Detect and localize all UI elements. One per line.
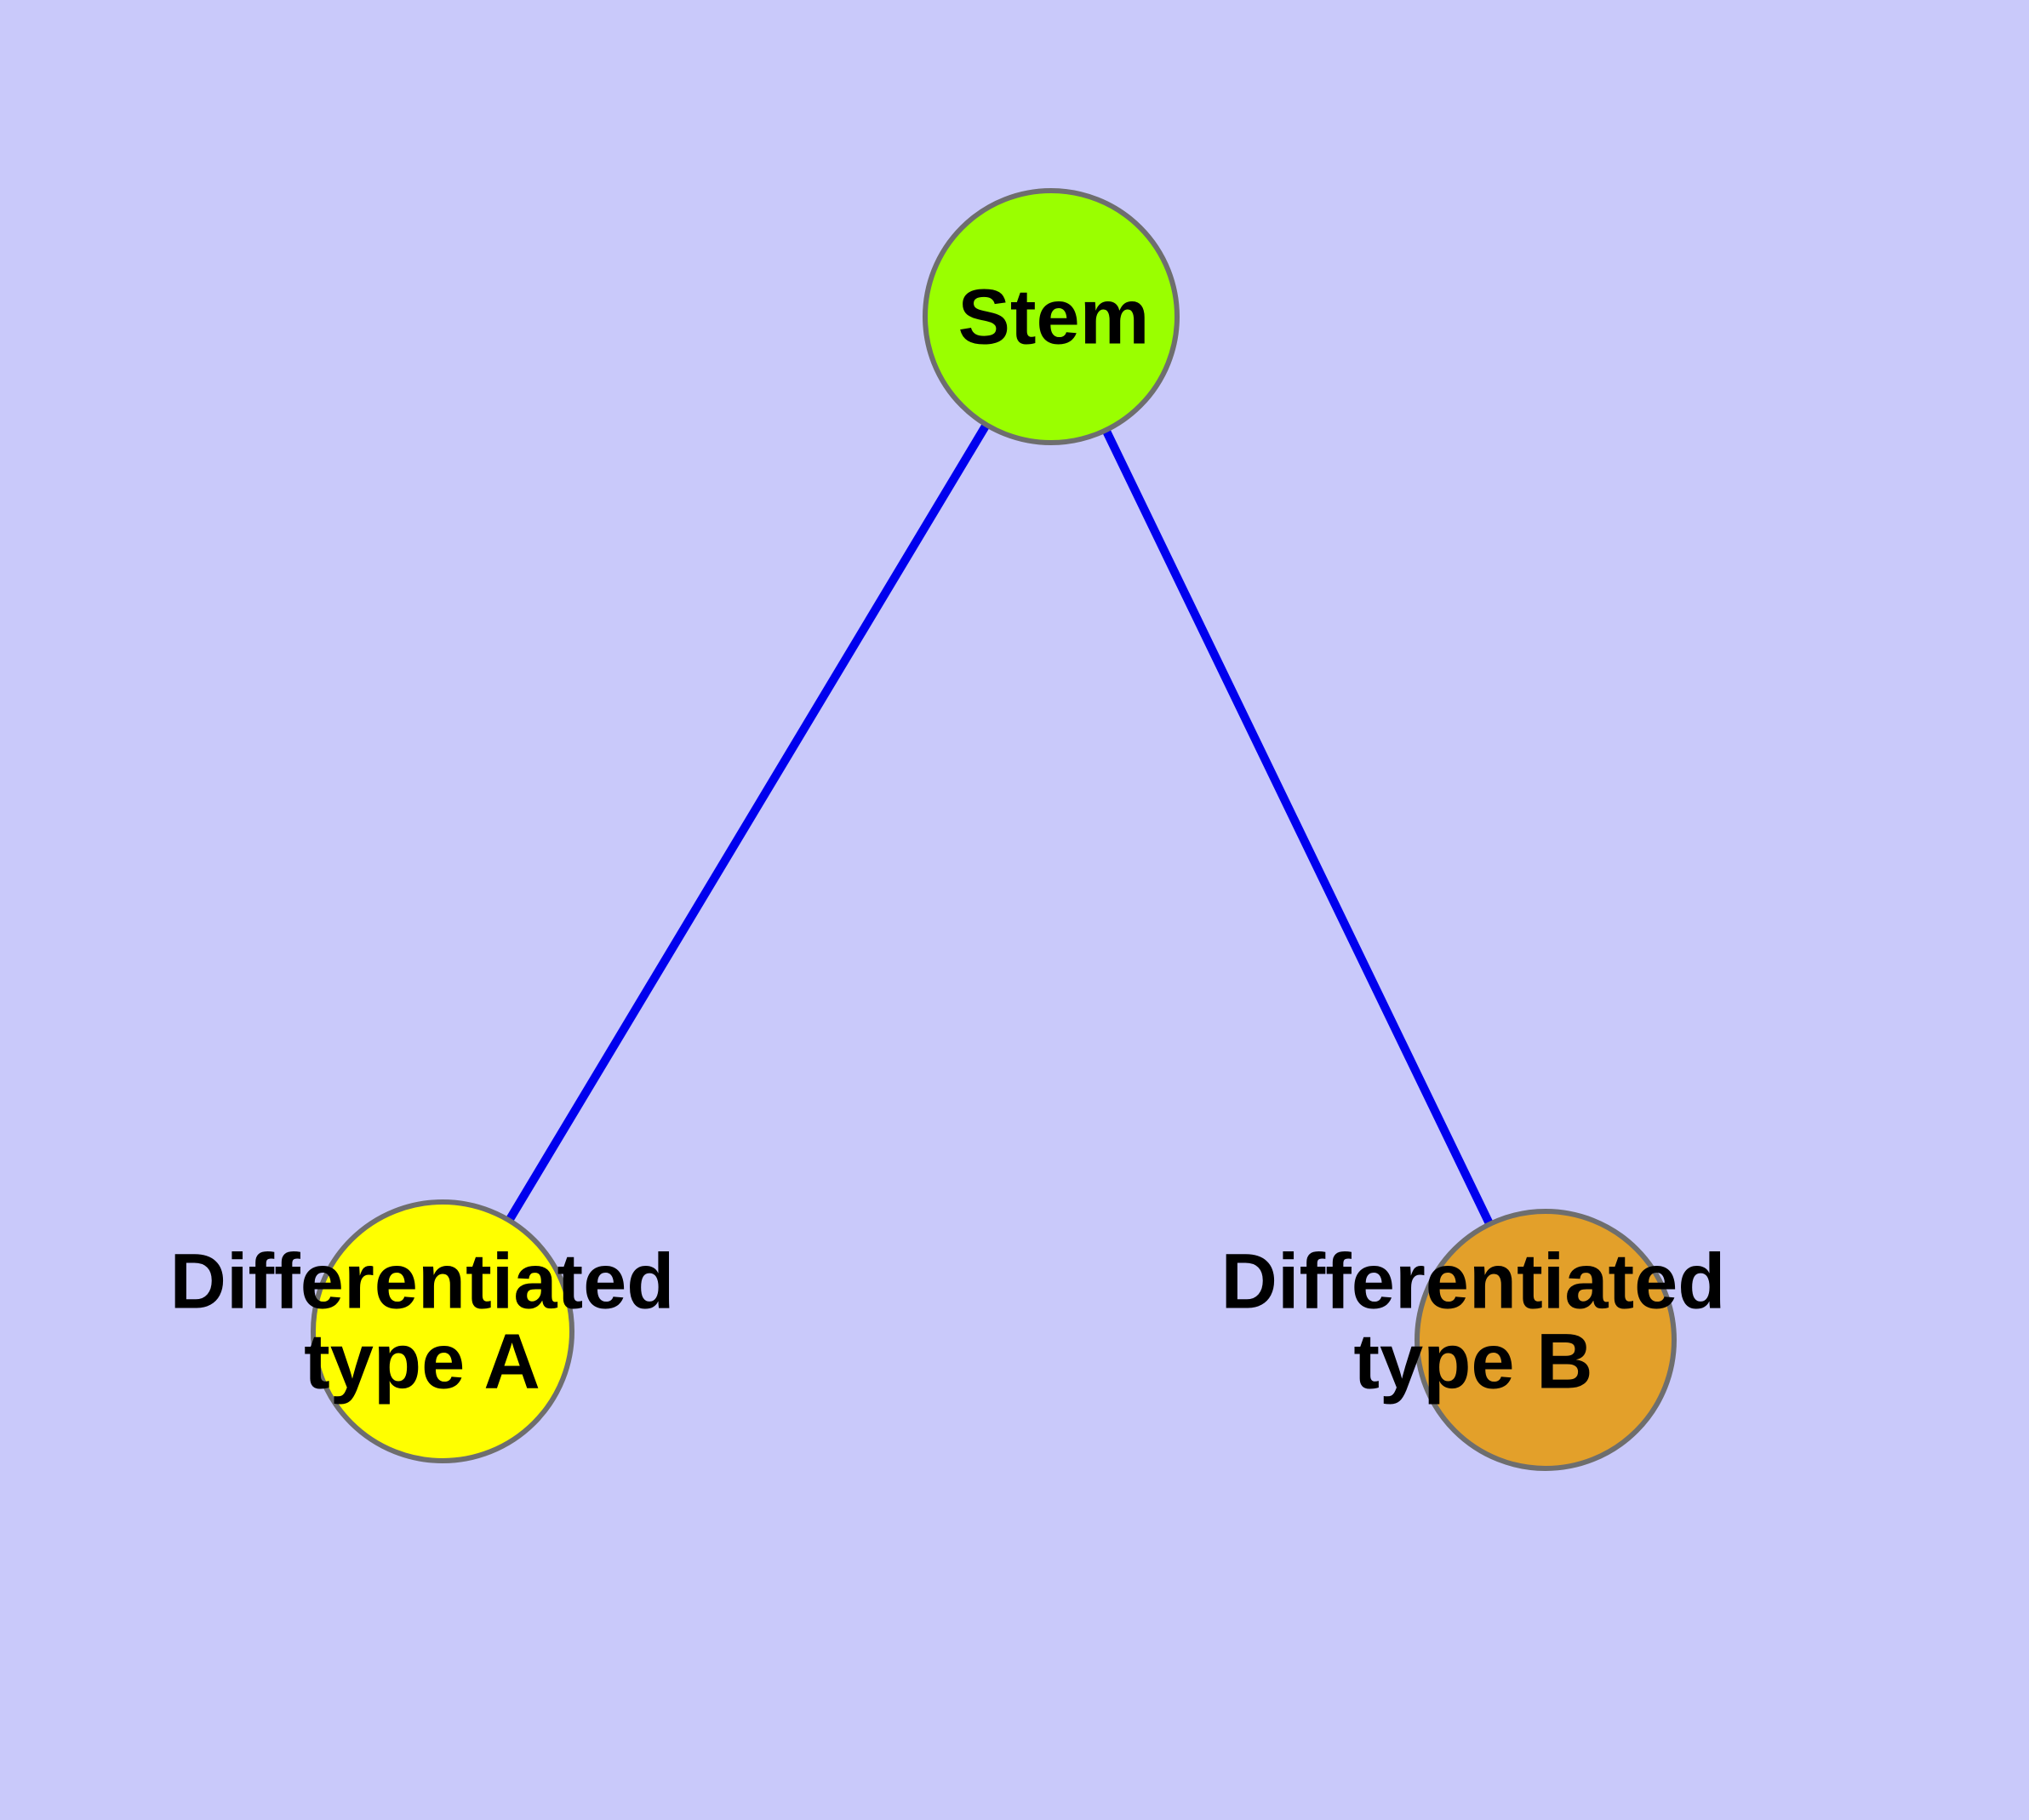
edge-stem-to-diff-b: [1047, 314, 1550, 1342]
edges-layer: [438, 314, 1550, 1342]
node-label-line: type A: [304, 1318, 540, 1405]
node-label-line: Differentiated: [1221, 1238, 1726, 1325]
node-stem[interactable]: [923, 188, 1180, 445]
node-label-line: Differentiated: [170, 1238, 675, 1325]
node-label-line: type B: [1353, 1318, 1592, 1405]
node-diff-a[interactable]: [311, 1199, 574, 1463]
node-label-line: Stem: [958, 273, 1150, 360]
node-diff-b[interactable]: [1415, 1209, 1677, 1471]
nodes-layer: [311, 188, 1677, 1471]
node-label-stem: Stem: [958, 273, 1150, 360]
edge-stem-to-diff-a: [438, 314, 1055, 1334]
